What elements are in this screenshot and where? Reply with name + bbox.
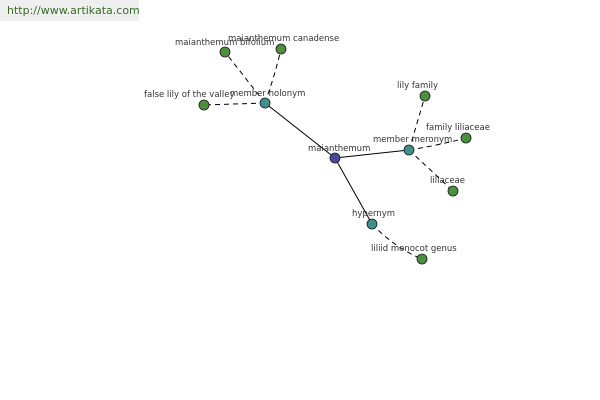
node-maianthemum[interactable] <box>329 152 341 164</box>
node-hypernym[interactable] <box>366 218 378 230</box>
graph-labels: maianthemum member holonym member merony… <box>144 34 490 254</box>
label-family-liliaceae: family liliaceae <box>426 123 490 133</box>
label-hypernym: hypernym <box>352 209 395 219</box>
label-maianthemum-bifolium: maianthemum bifolium <box>175 38 274 48</box>
node-family-liliaceae[interactable] <box>460 132 472 144</box>
node-member-meronym[interactable] <box>403 144 415 156</box>
edge-maianthemum-hypernym <box>334 157 373 225</box>
label-lily-family: lily family <box>397 81 438 91</box>
node-maianthemum-bifolium[interactable] <box>219 46 231 58</box>
node-member-holonym[interactable] <box>259 97 271 109</box>
edge-meronym-family-liliaceae <box>408 137 467 151</box>
edge-maianthemum-member-meronym <box>334 149 410 159</box>
node-liliid-monocot-genus[interactable] <box>416 253 428 265</box>
node-false-lily-of-the-valley[interactable] <box>198 99 210 111</box>
node-maianthemum-canadense[interactable] <box>275 43 287 55</box>
edge-meronym-liliaceae <box>408 149 454 192</box>
label-liliaceae: liliaceae <box>430 176 465 186</box>
label-member-holonym: member holonym <box>230 89 305 99</box>
edge-holonym-false-lily <box>203 102 266 106</box>
edge-maianthemum-member-holonym <box>264 102 336 159</box>
label-liliid-monocot-genus: liliid monocot genus <box>371 244 457 254</box>
label-maianthemum-canadense: maianthemum canadense <box>228 34 339 44</box>
node-lily-family[interactable] <box>419 90 431 102</box>
site-url-link[interactable]: http://www.artikata.com <box>0 0 140 21</box>
label-member-meronym: member meronym <box>373 135 452 145</box>
label-false-lily-of-the-valley: false lily of the valley <box>144 90 235 100</box>
label-maianthemum: maianthemum <box>308 144 370 154</box>
edge-holonym-bifolium <box>224 51 266 104</box>
node-liliaceae[interactable] <box>447 185 459 197</box>
graph-nodes <box>198 43 472 265</box>
